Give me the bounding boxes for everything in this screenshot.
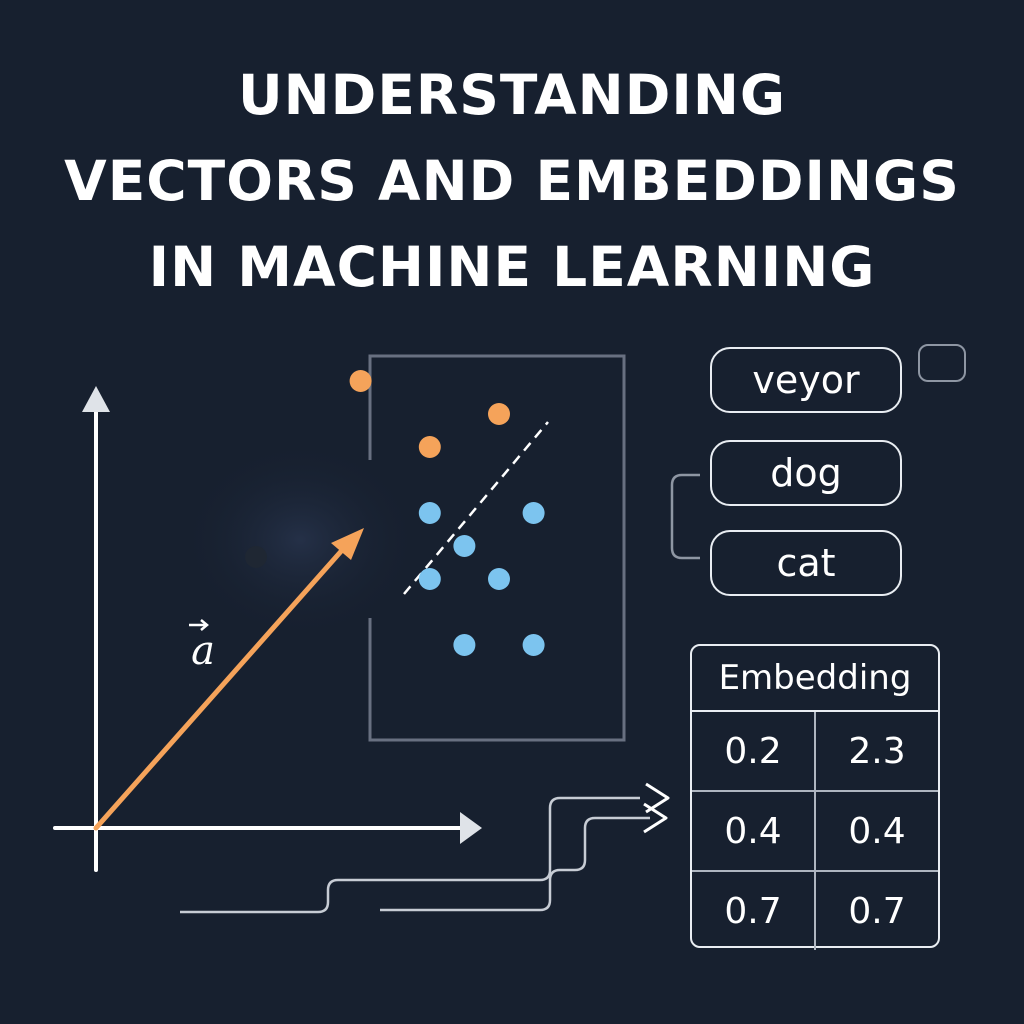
word-box-dog: dog [710,440,902,506]
blue-point [418,568,441,590]
vector-arrow [93,545,347,831]
vector-label: a [189,619,215,674]
word-box-veyor: veyor [710,347,902,413]
coordinate-axes [53,386,482,872]
vector-label-arrowhead [200,619,209,631]
embedding-row: 0.4 0.4 [692,790,938,870]
blue-point [453,535,476,557]
blue-point [488,568,510,590]
embedding-space [349,354,626,742]
orange-point [488,403,510,425]
small-token-box [918,344,966,382]
word-box-cat: cat [710,530,902,596]
vector-a [93,528,364,831]
embedding-table: Embedding 0.2 2.3 0.4 0.4 0.7 0.7 [690,644,940,950]
embedding-cell: 0.4 [724,810,782,852]
faint-point [245,546,267,568]
connector-arrowhead-upper [645,782,670,814]
decision-boundary [403,421,549,595]
connector-arrowhead-lower [643,802,668,834]
orange-point [418,436,441,458]
embedding-space-frame [368,354,626,742]
embedding-row: 0.7 0.7 [692,870,938,950]
embedding-row: 0.2 2.3 [692,712,938,790]
title-line-2: VECTORS AND EMBEDDINGS [64,149,960,213]
vector-label-text: a [191,628,215,674]
blue-point [418,502,441,524]
connector-line-lower [380,816,650,912]
title-line-1: UNDERSTANDING [237,63,786,127]
title-line-3: IN MACHINE LEARNING [148,235,876,299]
orange-point [349,370,372,392]
word-bracket [670,473,700,560]
blue-point [453,634,476,656]
embedding-cell: 0.7 [724,890,782,932]
embedding-cell: 0.7 [814,872,938,950]
blue-point [522,634,545,656]
blue-point [522,502,545,524]
y-axis-arrowhead [82,386,110,412]
scatter-points [349,370,545,656]
connector-line-upper [180,796,640,914]
embedding-header: Embedding [692,646,938,712]
title: UNDERSTANDING VECTORS AND EMBEDDINGS IN … [0,52,1024,310]
embedding-cell: 2.3 [814,712,938,790]
x-axis-arrowhead [460,812,482,844]
embedding-cell: 0.2 [724,730,782,772]
embedding-cell: 0.4 [814,792,938,870]
background-glow [180,440,420,640]
vector-arrowhead [331,528,364,560]
